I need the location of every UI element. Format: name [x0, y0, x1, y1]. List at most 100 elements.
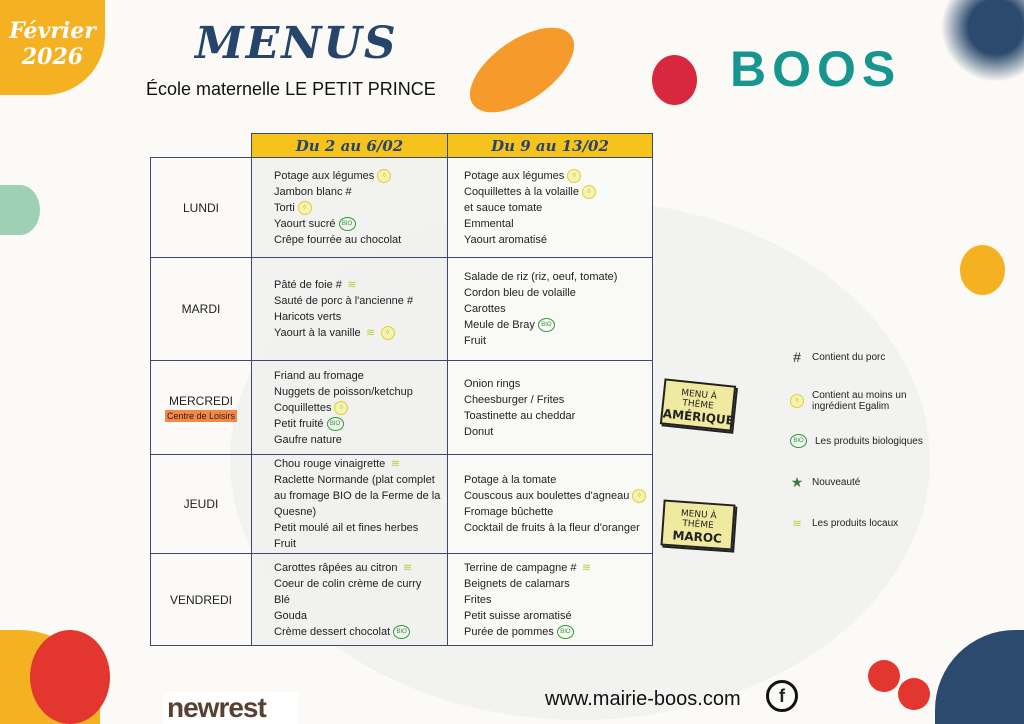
menu-item: Potage aux légumes◊ — [464, 168, 652, 184]
day-name: JEUDI — [183, 497, 219, 511]
boos-logo: BOOS — [730, 41, 902, 97]
legend-text: Contient du porc — [812, 351, 886, 363]
dish-name: Haricots verts — [274, 311, 342, 323]
menu-cell: Pâté de foie #≋Sauté de porc à l'ancienn… — [251, 257, 448, 361]
dish-name: Purée de pommes — [464, 625, 554, 638]
dish-name: Toastinette au cheddar — [464, 409, 576, 422]
legend-item: BIO Les produits biologiques — [790, 434, 923, 448]
dish-name: Raclette Normande (plat complet au froma… — [274, 474, 441, 518]
dish-name: Carottes — [464, 303, 506, 315]
menu-item: Couscous aux boulettes d'agneau◊ — [464, 488, 652, 504]
day-cell: MARDI — [150, 257, 252, 361]
day-row: JEUDI Chou rouge vinaigrette≋ Raclette Nor… — [150, 454, 653, 554]
menu-item: Cordon bleu de volaille — [464, 285, 652, 301]
bio-icon: BIO — [537, 318, 555, 332]
pork-icon: # — [793, 349, 801, 365]
menu-item: Frites — [464, 592, 652, 608]
dish-name: Pâté de foie # — [274, 279, 342, 291]
local-product-icon: ≋ — [402, 561, 413, 574]
day-row: MARDI Pâté de foie #≋Sauté de porc à l'an… — [150, 257, 653, 361]
bio-icon: BIO — [790, 434, 807, 448]
menu-item: Yaourt à la vanille≋◊ — [274, 325, 447, 341]
menu-item: Emmental — [464, 216, 652, 232]
bio-icon: BIO — [393, 624, 411, 639]
dish-name: Torti — [274, 201, 295, 214]
week-header: Du 2 au 6/02 — [251, 133, 448, 158]
menu-item: Chou rouge vinaigrette≋ — [274, 456, 447, 472]
legend-text: Nouveauté — [812, 476, 861, 488]
dish-name: Yaourt sucré — [274, 217, 336, 230]
egalim-leaf-icon: ◊ — [581, 184, 596, 199]
menu-item: Gouda — [274, 608, 447, 624]
bio-icon: BIO — [556, 624, 574, 639]
new-star-icon: ★ — [790, 473, 804, 490]
menu-cell: Potage aux légumes◊Jambon blanc #Torti◊Y… — [251, 157, 448, 258]
dish-name: Carottes râpées au citron — [274, 561, 398, 574]
dish-name: Potage à la tomate — [464, 474, 557, 486]
legend-item: # Contient du porc — [790, 349, 886, 365]
bio-icon: BIO — [326, 416, 344, 431]
website-link[interactable]: www.mairie-boos.com — [545, 688, 741, 710]
dish-name: Crème dessert chocolat — [274, 625, 391, 638]
legend-item: ◊Contient au moins un ingrédient Egalim — [790, 390, 907, 412]
menu-item: Friand au fromage — [274, 368, 447, 384]
pepper-illustration — [30, 630, 110, 724]
menu-item: Yaourt aromatisé — [464, 232, 652, 248]
egalim-leaf-icon: ◊ — [377, 168, 392, 183]
month: Février — [9, 18, 96, 44]
school-name: École maternelle LE PETIT PRINCE — [146, 79, 436, 99]
carrot-illustration — [455, 11, 589, 129]
menu-item: Salade de riz (riz, oeuf, tomate) — [464, 269, 652, 285]
day-name: MARDI — [181, 302, 221, 316]
local-product-icon: ≋ — [581, 561, 592, 574]
day-cell: VENDREDI — [150, 553, 252, 646]
menu-item: Jambon blanc # — [274, 184, 447, 200]
dish-name: Coquillettes — [274, 401, 332, 414]
dish-name: Terrine de campagne # — [464, 561, 577, 574]
cherry-illustration — [868, 660, 900, 692]
bio-icon: BIO — [338, 216, 356, 231]
menu-item: Fruit — [464, 333, 652, 349]
menu-item: Petit suisse aromatisé — [464, 608, 652, 624]
legend-item: ≋ Les produits locaux — [790, 516, 898, 530]
dish-name: Coeur de colin crème de curry — [274, 577, 422, 590]
dish-name: Petit moulé ail et fines herbes — [274, 522, 419, 534]
dish-name: Coquillettes à la volaille — [464, 185, 579, 198]
day-name: LUNDI — [182, 200, 219, 215]
menu-item: Coeur de colin crème de curry — [274, 576, 447, 592]
dish-name: Meule de Bray — [464, 319, 535, 331]
menu-item: Carottes râpées au citron ≋ — [274, 560, 447, 576]
menu-item: Carottes — [464, 301, 652, 317]
day-name: VENDREDI — [169, 592, 232, 607]
day-row: VENDREDI Carottes râpées au citron ≋ Coeur … — [150, 553, 653, 646]
dish-name: Potage aux légumes — [274, 169, 375, 182]
facebook-icon[interactable]: f — [766, 680, 798, 712]
menu-item: Coquillettes◊ — [274, 400, 447, 416]
dish-name: Fruit — [464, 335, 486, 347]
menu-item: et sauce tomate — [464, 200, 652, 216]
dish-name: Jambon blanc # — [274, 185, 352, 198]
menu-item: Pâté de foie #≋ — [274, 277, 447, 293]
menu-item: Gaufre nature — [274, 432, 447, 448]
dish-name: Salade de riz (riz, oeuf, tomate) — [464, 271, 618, 283]
menu-item: Nuggets de poisson/ketchup — [274, 384, 447, 400]
local-product-icon: ≋ — [792, 517, 802, 530]
decor-shape — [935, 630, 1024, 724]
centre-loisirs-badge: Centre de Loisirs — [164, 409, 238, 422]
dish-name: Yaourt à la vanille — [274, 327, 361, 339]
page-title: MENUS — [195, 18, 398, 69]
dish-name: Cordon bleu de volaille — [464, 287, 576, 299]
dish-name: Emmental — [464, 217, 514, 230]
dish-name: Donut — [464, 425, 494, 438]
legend-text: Les produits biologiques — [815, 435, 923, 447]
dish-name: Cheesburger / Frites — [464, 393, 565, 406]
legend-text: Les produits locaux — [812, 517, 899, 529]
